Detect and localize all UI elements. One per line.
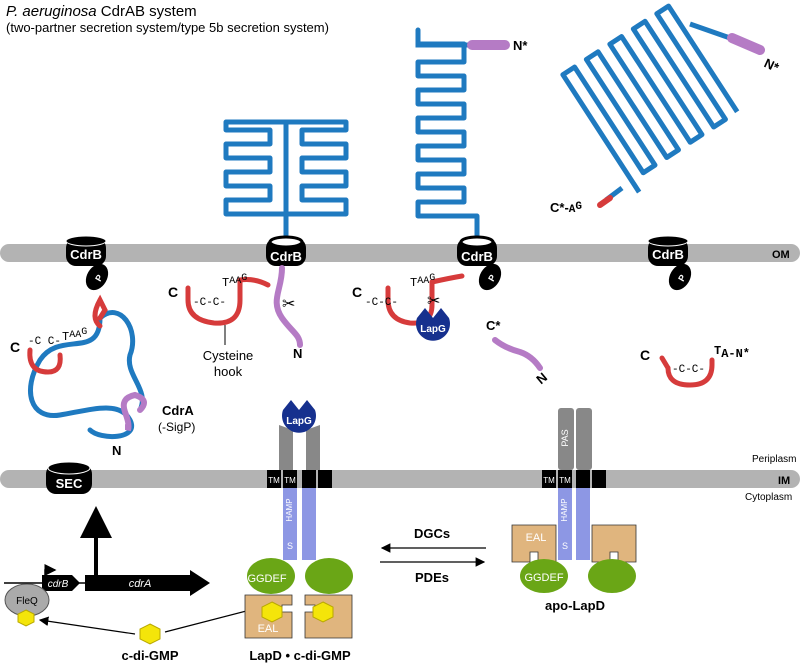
svg-text:P: P xyxy=(486,273,498,283)
svg-text:TA-N*: TA-N* xyxy=(714,344,750,361)
cysteine-hook-chain-2 xyxy=(385,279,435,326)
cdgmp-molecule xyxy=(139,623,161,645)
scissors-icon: ✂ xyxy=(282,296,295,313)
cdgmp-molecule xyxy=(17,609,35,627)
cdrb-label: CdrB xyxy=(461,249,493,264)
cdrb-label: CdrB xyxy=(652,247,684,262)
cc-motif: -C-C- xyxy=(193,297,226,309)
fleq-label: FleQ xyxy=(16,596,38,607)
cdrb-barrel-3: CdrB P xyxy=(457,235,502,291)
cdra-n-terminal-segment xyxy=(273,265,303,348)
svg-text:TM: TM xyxy=(284,476,296,485)
svg-text:C: C xyxy=(640,347,650,363)
svg-text:LapG: LapG xyxy=(286,416,312,427)
cysteine-hook-label-line2: hook xyxy=(214,364,243,379)
lapg-bound xyxy=(281,400,316,433)
svg-text:-C-C-: -C-C- xyxy=(672,364,705,376)
svg-text:GGDEF: GGDEF xyxy=(524,572,563,584)
apo-lapd-label: apo-LapD xyxy=(545,598,605,613)
svg-text:TM: TM xyxy=(268,476,280,485)
gene-cdrb: cdrB xyxy=(48,579,69,590)
cdrb-barrel-2: CdrB xyxy=(266,235,306,266)
svg-text:TAAG: TAAG xyxy=(410,273,435,290)
svg-text:C: C xyxy=(10,339,20,355)
svg-text:C*: C* xyxy=(486,318,501,333)
svg-text:TAAG: TAAG xyxy=(62,327,87,344)
cdrb-barrel-4: CdrB P xyxy=(647,235,692,291)
svg-text:N*: N* xyxy=(762,55,782,75)
cdra-extended-1 xyxy=(223,119,349,238)
released-cdra: N* C*-AG xyxy=(550,3,782,216)
c-terminus-label: C xyxy=(168,284,178,300)
gene-locus: cdrB cdrA FleQ xyxy=(4,564,210,617)
periplasm-label: Periplasm xyxy=(752,454,796,465)
svg-text:-C C-: -C C- xyxy=(28,336,61,348)
taag-motif: TAAG xyxy=(222,273,247,290)
cdgmp-label: c-di-GMP xyxy=(121,648,178,663)
cysteine-hook-label-line1: Cysteine xyxy=(203,348,254,363)
gene-cdra: cdrA xyxy=(129,578,152,590)
svg-text:TM: TM xyxy=(559,476,571,485)
outer-membrane xyxy=(0,244,800,262)
n-star-label: N* xyxy=(513,38,528,53)
apo-lapd: PAS TM TM HAMP S EAL GGDEF apo-LapD xyxy=(511,408,637,613)
cdra-label: CdrA xyxy=(162,403,194,418)
inner-membrane xyxy=(0,470,800,488)
released-cdra-fragment: C* N xyxy=(486,318,550,387)
sec-translocon: SEC xyxy=(46,461,92,494)
cdra-extended-2: N* xyxy=(415,27,528,238)
svg-text:HAMP: HAMP xyxy=(560,498,569,521)
c-star-ag-label: C*-AG xyxy=(550,200,582,216)
svg-text:PDEs: PDEs xyxy=(415,570,449,585)
n-terminus-label: N xyxy=(293,346,302,361)
svg-text:DGCs: DGCs xyxy=(414,526,450,541)
svg-text:LapG: LapG xyxy=(420,324,446,335)
cdrb-label: CdrB xyxy=(70,247,102,262)
scissors-icon: ✂ xyxy=(427,293,440,310)
svg-text:S: S xyxy=(562,541,568,551)
cdrb-barrel-1: CdrB P xyxy=(65,235,109,291)
figure-title: P. aeruginosa CdrAB system xyxy=(6,3,197,20)
lapd-cdgmp-label: LapD • c-di-GMP xyxy=(249,648,351,663)
cdra-sigp-label: (-SigP) xyxy=(158,420,195,434)
cdrb-label: CdrB xyxy=(270,249,302,264)
svg-text:GGDEF: GGDEF xyxy=(247,573,286,585)
figure-subtitle: (two-partner secretion system/type 5b se… xyxy=(6,20,329,35)
cleaved-c-terminal-fragment: C -C-C- TA-N* xyxy=(640,344,750,388)
cysteine-hook-chain-1 xyxy=(185,277,243,326)
svg-text:N: N xyxy=(533,370,550,388)
dgcs-pdes-equilibrium: DGCs PDEs xyxy=(380,526,486,585)
svg-text:C: C xyxy=(352,284,362,300)
svg-text:HAMP: HAMP xyxy=(285,498,294,521)
unfolded-cdra: C -C C- TAAG N CdrA (-SigP) xyxy=(10,294,195,458)
svg-text:EAL: EAL xyxy=(258,623,279,635)
lapd-active: LapG TM TM HAMP S GGDEF EAL LapD • c-di-… xyxy=(244,400,353,663)
svg-text:N: N xyxy=(112,443,121,458)
im-label: IM xyxy=(778,475,790,487)
svg-text:SEC: SEC xyxy=(56,476,83,491)
svg-text:-C-C-: -C-C- xyxy=(365,297,398,309)
svg-text:S: S xyxy=(287,541,293,551)
svg-text:TM: TM xyxy=(543,476,555,485)
svg-text:PAS: PAS xyxy=(560,429,570,446)
lapg-periplasmic: LapG xyxy=(415,308,450,341)
svg-text:P: P xyxy=(676,273,688,283)
svg-text:P: P xyxy=(93,273,105,283)
svg-text:EAL: EAL xyxy=(526,532,547,544)
cytoplasm-label: Cytoplasm xyxy=(745,492,792,503)
om-label: OM xyxy=(772,249,790,261)
